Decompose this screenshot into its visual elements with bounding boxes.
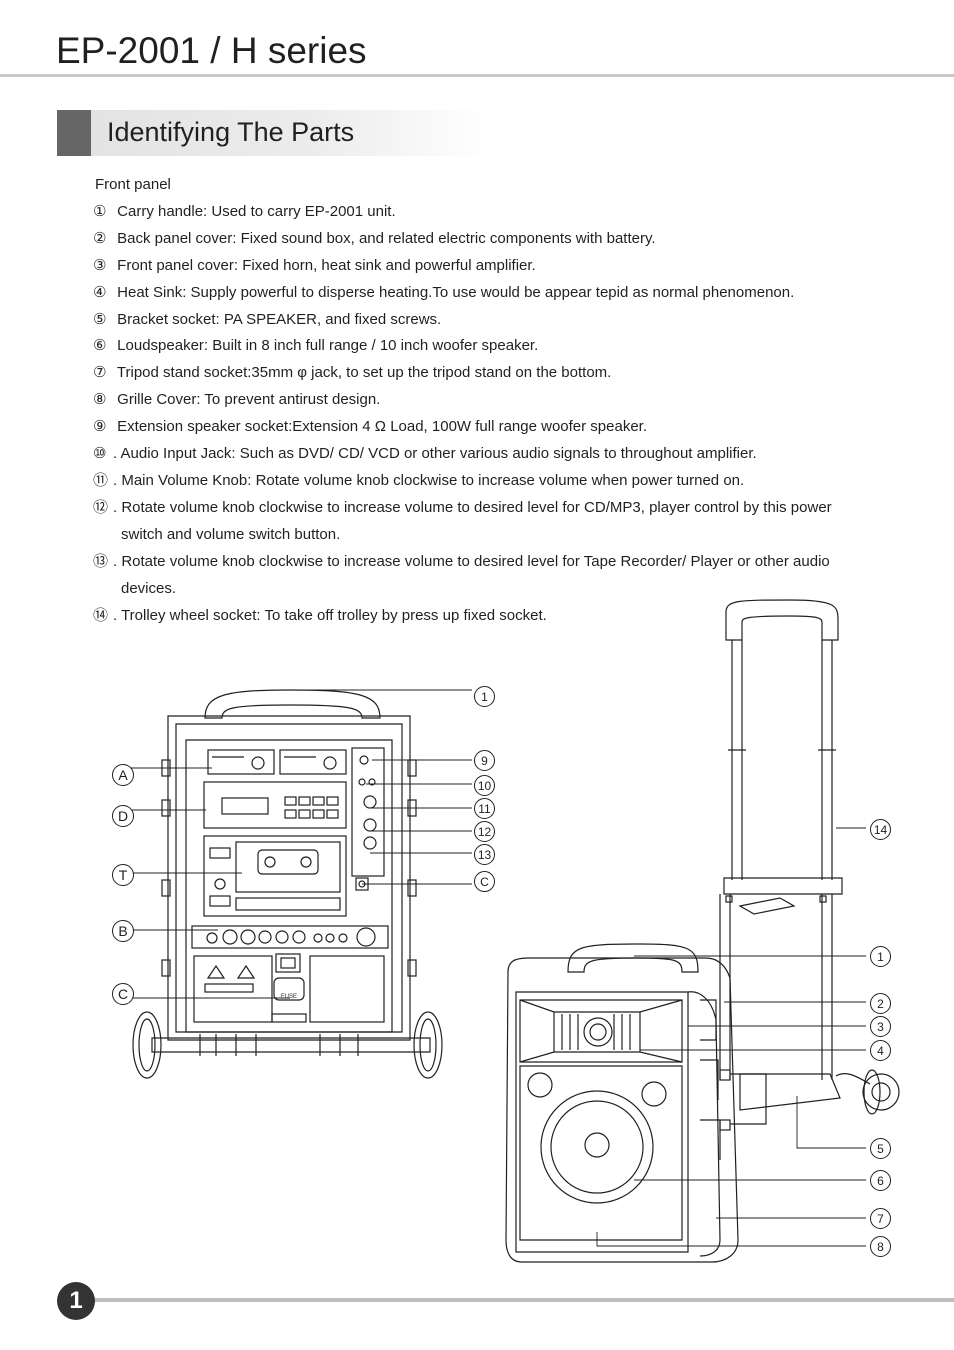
trolley-handle [725, 599, 839, 641]
list-item: ⑫. Rotate volume knob clockwise to incre… [93, 495, 893, 522]
callout-14: 14 [870, 819, 891, 840]
speaker-cabinet [505, 957, 739, 1263]
wireless-module-2 [279, 749, 347, 775]
item-text: Heat Sink: Supply powerful to disperse h… [113, 283, 795, 301]
callout-7: 7 [870, 1208, 891, 1229]
item-text: . Trolley wheel socket: To take off trol… [113, 606, 547, 624]
callout-8: 8 [870, 1236, 891, 1257]
battery-compartment-right [309, 955, 385, 1023]
tape-player [203, 835, 347, 917]
item-marker: ④ [93, 283, 107, 301]
callout-9: 9 [474, 750, 495, 771]
item-text: Loudspeaker: Built in 8 inch full range … [113, 337, 539, 355]
fuse-holder [273, 977, 305, 1001]
list-item: ② Back panel cover: Fixed sound box, and… [93, 226, 893, 253]
cabinet-outline [167, 715, 411, 1041]
item-text: Extension speaker socket:Extension 4 Ω L… [113, 418, 648, 436]
section-marker [57, 110, 91, 156]
item-text: Back panel cover: Fixed sound box, and r… [113, 229, 656, 247]
item-marker: ⑧ [93, 391, 107, 409]
item-text: Carry handle: Used to carry EP-2001 unit… [113, 202, 396, 220]
list-item: ⑥ Loudspeaker: Built in 8 inch full rang… [93, 333, 893, 360]
item-marker: ⑨ [93, 418, 107, 436]
left-wheel [132, 1011, 162, 1079]
list-item: ⑬. Rotate volume knob clockwise to incre… [93, 549, 893, 576]
document-title: EP-2001 / H series [56, 30, 367, 71]
item-marker: ⑩ [93, 445, 107, 463]
list-item: ⑦ Tripod stand socket:35mm φ jack, to se… [93, 360, 893, 387]
callout-d: D [112, 805, 134, 827]
callout-2: 2 [870, 993, 891, 1014]
page-number: 1 [57, 1282, 95, 1320]
list-item: ⑪. Main Volume Knob: Rotate volume knob … [93, 468, 893, 495]
callout-6: 6 [870, 1170, 891, 1191]
item-marker: ① [93, 202, 107, 220]
cd-player [203, 781, 347, 829]
callout-3: 3 [870, 1016, 891, 1037]
list-item: ⑨ Extension speaker socket:Extension 4 Ω… [93, 414, 893, 441]
footer-divider [92, 1298, 954, 1302]
callout-b: B [112, 920, 134, 942]
callout-4: 4 [870, 1040, 891, 1061]
title-divider [0, 74, 954, 77]
section-title: Identifying The Parts [107, 117, 355, 147]
list-item-continuation: devices. [121, 579, 177, 597]
list-item: ⑩ . Audio Input Jack: Such as DVD/ CD/ VC… [93, 441, 893, 468]
item-marker: ⑪ [93, 471, 109, 489]
callout-13: 13 [474, 844, 495, 865]
list-item: ③ Front panel cover: Fixed horn, heat si… [93, 253, 893, 280]
list-item: ⑧ Grille Cover: To prevent antirust desi… [93, 387, 893, 414]
callout-1-front: 1 [474, 686, 495, 707]
item-text: . Main Volume Knob: Rotate volume knob c… [113, 471, 745, 489]
trolley-wheel [862, 1073, 900, 1111]
callout-a: A [112, 764, 134, 786]
woofer [540, 1090, 654, 1204]
wireless-module-1 [207, 749, 275, 775]
battery-compartment-left [193, 955, 273, 1023]
fuse-label: FUSE [281, 994, 297, 1000]
item-text: . Rotate volume knob clockwise to increa… [113, 498, 832, 516]
item-text: Tripod stand socket:35mm φ jack, to set … [113, 364, 612, 382]
item-marker: ⑥ [93, 337, 107, 355]
item-marker: ⑤ [93, 310, 107, 328]
item-marker: ② [93, 229, 107, 247]
callout-11: 11 [474, 798, 495, 819]
description-heading: Front panel [95, 176, 171, 193]
list-item: ⑤ Bracket socket: PA SPEAKER, and fixed … [93, 307, 893, 334]
callout-5: 5 [870, 1138, 891, 1159]
callout-12: 12 [474, 821, 495, 842]
list-item: ⑭. Trolley wheel socket: To take off tro… [93, 603, 893, 630]
item-marker: ⑬ [93, 552, 109, 570]
speaker-carry-handle [567, 943, 699, 973]
mixer-row [191, 925, 389, 949]
callout-c-right: C [474, 871, 495, 892]
list-item: ④ Heat Sink: Supply powerful to disperse… [93, 280, 893, 307]
item-marker: ③ [93, 256, 107, 274]
control-column [351, 747, 385, 877]
item-marker: ⑭ [93, 606, 109, 624]
list-item: ① Carry handle: Used to carry EP-2001 un… [93, 199, 893, 226]
tweeter [583, 1017, 613, 1047]
item-text: Grille Cover: To prevent antirust design… [113, 391, 381, 409]
item-marker: ⑫ [93, 498, 109, 516]
callout-10: 10 [474, 775, 495, 796]
list-item-continuation: switch and volume switch button. [121, 525, 341, 543]
callout-t: T [112, 864, 134, 886]
item-marker: ⑦ [93, 364, 107, 382]
power-switch [275, 953, 301, 973]
item-text: . Rotate volume knob clockwise to increa… [113, 552, 830, 570]
item-text: . Audio Input Jack: Such as DVD/ CD/ VCD… [113, 445, 757, 463]
callout-c-left: C [112, 983, 134, 1005]
parts-description: Front panel ① Carry handle: Used to carr… [93, 172, 893, 629]
carry-handle [204, 689, 381, 719]
grille-cover [519, 1065, 683, 1241]
horn-area [519, 999, 683, 1063]
callout-1-side: 1 [870, 946, 891, 967]
section-banner [91, 110, 491, 156]
right-wheel [413, 1011, 443, 1079]
item-text: Bracket socket: PA SPEAKER, and fixed sc… [113, 310, 442, 328]
item-text: Front panel cover: Fixed horn, heat sink… [113, 256, 536, 274]
